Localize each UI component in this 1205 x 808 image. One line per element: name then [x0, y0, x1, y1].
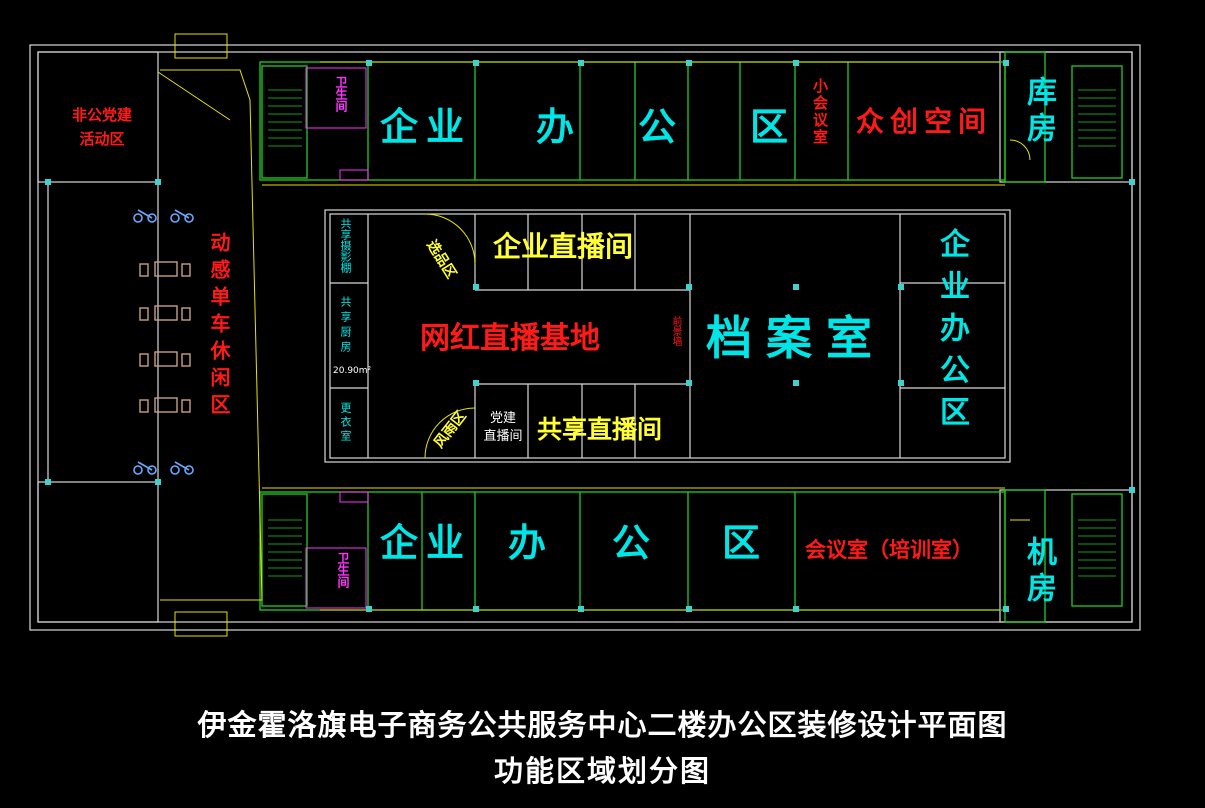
exercise-bikes [133, 209, 194, 475]
columns [45, 60, 1135, 612]
room-label-meeting-training: 会议室（培训室） [805, 538, 973, 562]
yellow-outline [157, 33, 1005, 637]
drawing-title: 伊金霍洛旗电子商务公共服务中心二楼办公区装修设计平面图 [197, 708, 1008, 742]
room-label-storage: 库房 [1021, 76, 1056, 148]
room-label-party-activity: 非公党建 活动区 [71, 106, 132, 148]
room-label-machine-room: 机房 [1021, 536, 1056, 608]
tables-and-chairs [139, 261, 191, 413]
office-top-char-2: 业 [426, 105, 465, 149]
room-label-office-right: 企业办公区 [934, 228, 969, 438]
stairs [268, 89, 1116, 577]
restroom-fixtures [305, 67, 369, 609]
office-bottom-char-1: 企 [380, 521, 419, 565]
office-top-char-5: 区 [750, 105, 789, 149]
room-label-restroom-bottom: 卫生间 [336, 552, 350, 588]
room-label-enterprise-live: 企业直播间 [493, 230, 634, 263]
room-label-archive: 档案室 [706, 311, 886, 365]
room-label-kitchen: 共享厨房 [339, 296, 352, 356]
office-bottom-char-2: 业 [426, 521, 465, 565]
drawing-subtitle: 功能区域划分图 [493, 754, 711, 788]
room-label-small-meeting: 小会议室 [811, 78, 829, 146]
outer-walls [29, 44, 1141, 631]
room-label-shared-live: 共享直播间 [537, 415, 663, 444]
room-label-party-live: 党建 直播间 [483, 411, 523, 444]
office-top-char-4: 公 [638, 105, 677, 149]
room-label-bike-lounge: 动感单车休闲区 [207, 232, 231, 421]
room-label-photo-studio: 共享摄影棚 [339, 218, 352, 273]
kitchen-area-value: 20.90m² [333, 366, 372, 376]
office-top-char-3: 办 [536, 105, 575, 149]
room-label-influencer-base: 网红直播基地 [420, 321, 600, 356]
center-block-walls [324, 209, 1011, 463]
office-top-char-1: 企 [380, 105, 419, 149]
office-bottom-char-5: 区 [722, 521, 761, 565]
door-arcs [424, 139, 1031, 521]
office-bottom-char-3: 办 [508, 521, 547, 565]
room-label-restroom-top: 卫生间 [334, 76, 348, 112]
room-label-maker-space: 众创空间 [856, 105, 993, 138]
room-label-changing-room: 更衣室 [339, 402, 352, 444]
room-label-live-window: 前景墙 [670, 316, 681, 346]
office-bottom-char-4: 公 [612, 521, 651, 565]
